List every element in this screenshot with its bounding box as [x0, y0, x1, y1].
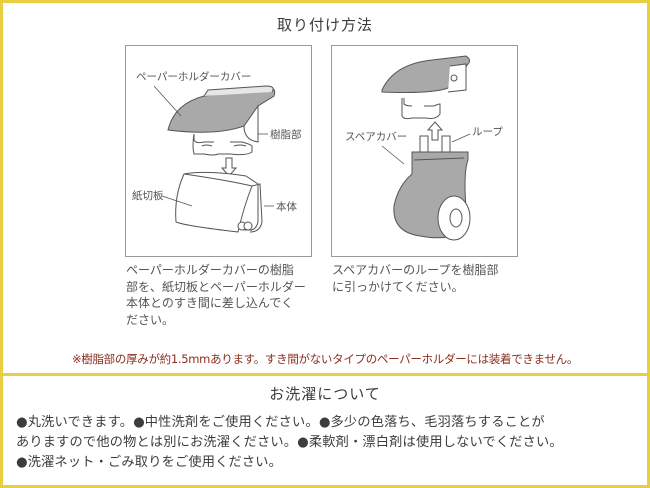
spare-cover-diagram [381, 55, 471, 241]
label-resin-part: 樹脂部 [270, 129, 302, 141]
label-loop: ループ [472, 126, 503, 138]
washing-instructions: ●丸洗いできます。●中性洗剤をご使用ください。●多少の色落ち、毛羽落ちすることが… [16, 413, 638, 473]
step-2-caption: スペアカバーのループを樹脂部 に引っかけてください。 [332, 262, 524, 295]
label-holder-body: 本体 [276, 201, 297, 213]
washing-line: ●洗濯ネット・ごみ取りをご使用ください。 [16, 455, 283, 470]
caption-line: に引っかけてください。 [332, 279, 464, 294]
install-title: 取り付け方法 [276, 16, 373, 34]
section-divider [0, 373, 650, 376]
label-spare-cover: スペアカバー [345, 131, 408, 143]
compatibility-note: ※樹脂部の厚みが約1.5mmあります。すき間がないタイプのペーパーホルダーには装… [71, 352, 579, 366]
caption-line: 部を、紙切板とペーパーホルダー [126, 279, 306, 294]
caption-line: ださい。 [126, 312, 175, 327]
holder-cover-diagram [153, 85, 276, 233]
washing-line: ●丸洗いできます。●中性洗剤をご使用ください。●多少の色落ち、毛羽落ちすることが [16, 415, 545, 430]
label-paper-cutter: 紙切板 [132, 190, 164, 202]
install-step-1-illustration: ペーパーホルダーカバー 樹脂部 紙切板 本体 [125, 45, 312, 257]
label-paper-holder-cover: ペーパーホルダーカバー [136, 71, 252, 83]
washing-title: お洗濯について [269, 385, 381, 403]
install-step-2-illustration: スペアカバー ループ [331, 45, 518, 257]
caption-line: スペアカバーのループを樹脂部 [332, 263, 499, 277]
step-1-caption: ペーパーホルダーカバーの樹脂 部を、紙切板とペーパーホルダー 本体とのすき間に差… [126, 262, 318, 328]
caption-line: ペーパーホルダーカバーの樹脂 [126, 263, 294, 277]
caption-line: 本体とのすき間に差し込んでく [126, 296, 294, 310]
washing-line: ありますので他の物とは別にお洗濯ください。●柔軟剤・漂白剤は使用しないでください… [16, 435, 563, 450]
